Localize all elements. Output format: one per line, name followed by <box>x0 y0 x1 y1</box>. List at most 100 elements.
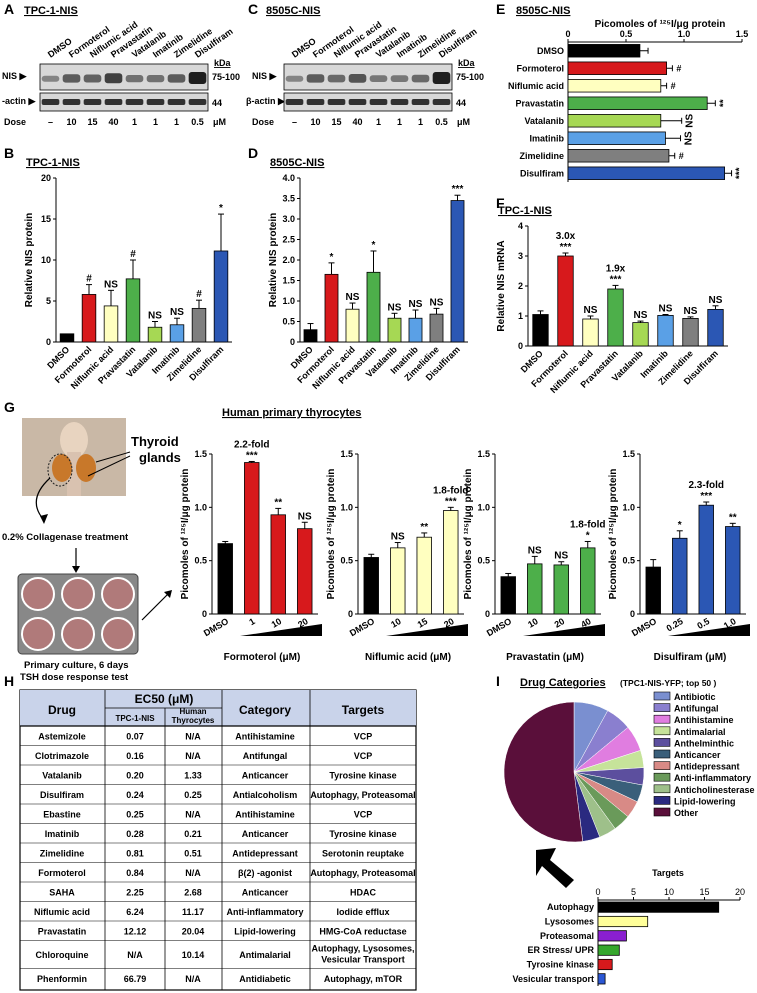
table-cell: Niflumic acid <box>34 907 90 917</box>
bar <box>645 566 661 615</box>
bar <box>324 273 339 343</box>
panel-letter-a: A <box>4 1 14 17</box>
panel-letter-h: H <box>4 673 14 689</box>
table-cell: 10.14 <box>182 950 205 960</box>
y-tick-label: 3.0 <box>282 214 295 224</box>
significance-label: # <box>130 249 136 260</box>
significance-label: NS <box>634 310 648 321</box>
y-tick-label: 20 <box>41 173 51 183</box>
category-label: DMSO <box>202 616 230 638</box>
table-cell: β(2) -agonist <box>238 868 292 878</box>
significance-label: # <box>86 274 92 285</box>
kda-actin: 44 <box>212 98 222 108</box>
y-tick-label: 15 <box>41 214 51 224</box>
table-cell: Antihistamine <box>235 731 295 741</box>
y-tick-label: 0 <box>518 341 523 351</box>
nis-band <box>104 73 123 84</box>
category-label: ER Stress/ UPR <box>527 945 594 955</box>
pie-title: Drug Categories <box>520 677 606 689</box>
significance-label: *** <box>560 242 572 253</box>
category-label: 0.5 <box>695 616 711 631</box>
dose-value: 40 <box>108 117 118 127</box>
significance-label: # <box>196 289 202 300</box>
big-arrow <box>536 848 574 888</box>
nis-band <box>285 75 304 82</box>
table-cell: HDAC <box>350 887 376 897</box>
x-tick-label: 0.5 <box>620 29 633 39</box>
y-tick-label: 0 <box>348 609 353 619</box>
panel-letter-d: D <box>248 145 258 161</box>
nis-band <box>348 74 367 83</box>
significance-label: 1.8-fold <box>433 485 469 496</box>
kda-actin: 44 <box>456 98 466 108</box>
diagonal-arrow <box>141 591 171 621</box>
significance-label: 2.3-fold <box>688 480 724 491</box>
table-cell: 0.28 <box>126 829 144 839</box>
thyroid-label: Thyroid <box>131 434 179 449</box>
down-arrow-head <box>72 566 80 573</box>
y-tick-label: 4.0 <box>282 173 295 183</box>
panel-letter-e: E <box>496 1 505 17</box>
nis-band <box>146 75 165 83</box>
category-label: Imatinib <box>529 133 564 143</box>
table-cell: 66.79 <box>124 974 147 984</box>
y-tick-label: 1.5 <box>477 449 490 459</box>
table-cell: 0.25 <box>184 790 202 800</box>
significance-label: # <box>671 81 676 91</box>
y-axis-label: Picomoles of ¹²⁵I/μg protein <box>326 469 337 600</box>
dose-value: 10 <box>310 117 320 127</box>
x-tick-label: 1.5 <box>736 29 749 39</box>
dose-wedge <box>386 624 468 636</box>
table-cell: Chloroquine <box>36 950 89 960</box>
legend-label: Other <box>674 808 699 818</box>
table-cell: VCP <box>354 809 373 819</box>
table-cell: VCP <box>354 731 373 741</box>
col-ec50: EC50 (μM) <box>135 692 194 706</box>
bar <box>191 307 207 343</box>
category-label: 10 <box>389 616 403 630</box>
category-label: Niflumic acid <box>508 81 564 91</box>
x-axis-label: Niflumic acid (μM) <box>365 652 451 663</box>
nis-band <box>167 74 186 83</box>
bar <box>244 462 260 615</box>
y-tick-label: 10 <box>41 255 51 265</box>
legend-label: Antifungal <box>674 704 719 714</box>
significance-label: # <box>676 63 681 73</box>
significance-label: NS <box>709 295 723 306</box>
category-label: Proteasomal <box>540 931 594 941</box>
collagenase-label: 0.2% Collagenase treatment <box>2 532 129 543</box>
chart-title: Targets <box>652 868 684 878</box>
table-cell: 12.12 <box>124 926 147 936</box>
y-axis-label: Relative NIS protein <box>268 213 279 307</box>
actin-band <box>125 99 144 105</box>
panel-letter-g: G <box>4 399 15 415</box>
dose-unit: μM <box>457 117 470 127</box>
thyrocytes-subtitle: Human primary thyrocytes <box>222 407 361 419</box>
legend-swatch <box>653 761 671 770</box>
culture-label: Primary culture, 6 days <box>24 660 129 671</box>
x-tick-label: 1.0 <box>678 29 691 39</box>
bar <box>597 930 627 942</box>
table-cell: 0.20 <box>126 770 144 780</box>
dose-wedge <box>523 624 605 636</box>
dose-value: 0.5 <box>191 117 204 127</box>
table-cell: N/A <box>185 809 201 819</box>
kda-label: kDa <box>458 58 476 68</box>
y-tick-label: 0 <box>202 609 207 619</box>
bar <box>297 528 313 615</box>
bar <box>270 514 286 615</box>
y-axis-label: Relative NIS mRNA <box>496 240 507 331</box>
significance-label: NS <box>430 297 444 308</box>
y-tick-label: 4 <box>518 221 523 231</box>
actin-band <box>104 99 123 105</box>
blot-row-nis-label: NIS ▶ <box>252 71 278 81</box>
significance-label: *** <box>735 167 746 179</box>
dose-value: 15 <box>87 117 97 127</box>
table-cell: 0.81 <box>126 848 144 858</box>
legend-swatch <box>653 749 671 759</box>
